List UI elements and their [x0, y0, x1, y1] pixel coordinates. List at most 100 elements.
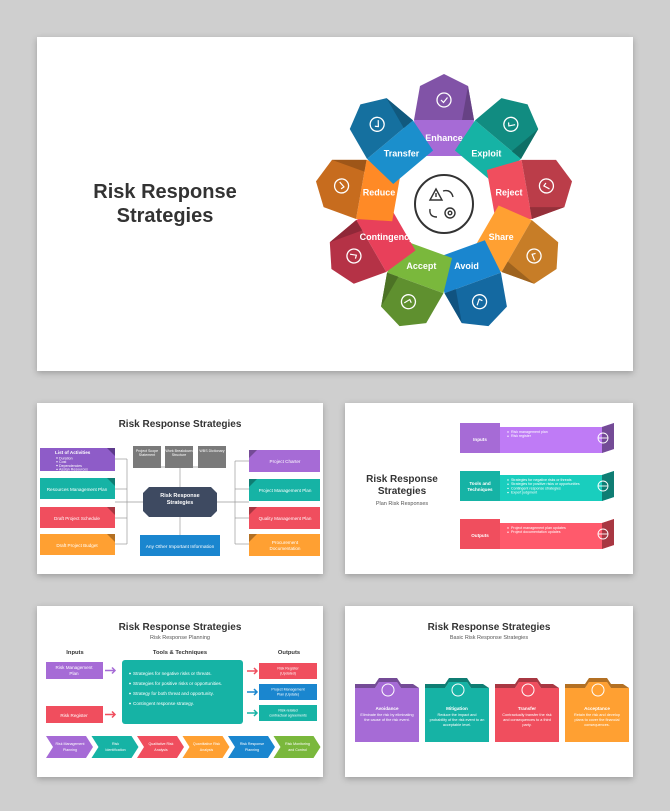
tools-box[interactable]: Strategies for negative risks or threats…	[122, 660, 243, 724]
input-box-label: Risk Management	[55, 665, 93, 670]
slide-2[interactable]: Risk Response Strategies List	[37, 403, 323, 574]
process-step-label: Risk	[112, 742, 119, 746]
left-box[interactable]: Draft Project Schedule	[40, 507, 115, 528]
activity-item: Duration	[59, 456, 73, 460]
left-box-label: Draft Project Budget	[56, 543, 98, 548]
output-box-label-cont: Plan (Update)	[277, 693, 299, 697]
process-step-label-cont: Planning	[63, 748, 77, 752]
petal-contingency[interactable]	[316, 202, 417, 295]
right-box[interactable]: Project Charter	[249, 450, 320, 472]
petal-label: Enhance	[425, 133, 463, 143]
petal-label: Accept	[406, 261, 436, 271]
right-box[interactable]: Quality Management Plan	[249, 507, 320, 529]
slide-3-title-line2: Strategies	[378, 486, 427, 497]
slide-4-subtitle: Risk Response Planning	[150, 635, 210, 641]
slide-4-canvas: Risk Response Strategies Risk Response P…	[46, 622, 321, 758]
tools-icon	[597, 480, 609, 492]
petal-reject[interactable]	[486, 152, 577, 225]
slide-2-canvas: Risk Response Strategies List	[40, 419, 320, 556]
left-box[interactable]: Resources Management Plan	[40, 478, 115, 499]
slide-5-subtitle: Basic Risk Response Strategies	[450, 635, 529, 641]
card-desc: Reduce the impact and probability of the…	[429, 713, 485, 727]
outputs-list: Risk Register(Updated) Project Management…	[247, 663, 317, 721]
tool-item: Strategies for negative risks or threats…	[133, 671, 212, 676]
center-box[interactable]: Risk Response Strategies	[143, 487, 217, 517]
plan-row-item: Strategies for negative risks or threats	[511, 478, 572, 482]
card-title: Mitigation	[446, 706, 468, 711]
plan-row-item: Project management plan updates	[511, 526, 566, 530]
slide-4[interactable]: Risk Response Strategies Risk Response P…	[37, 606, 323, 777]
slide-3-title-line1: Risk Response	[366, 474, 438, 485]
petal-transfer[interactable]	[337, 85, 436, 186]
right-box-label-cont: Documentation	[270, 546, 301, 551]
col-inputs: Inputs	[66, 650, 83, 656]
process-step-label: Qualitative Risk	[149, 742, 174, 746]
petal-avoid[interactable]	[432, 239, 516, 337]
download-icon	[597, 432, 609, 444]
activity-item: Assign Resources	[59, 468, 88, 472]
col-outputs: Outputs	[278, 650, 300, 656]
slide-3[interactable]: Risk Response Strategies Plan Risk Respo…	[345, 403, 633, 574]
petal-label: Exploit	[471, 148, 501, 158]
plan-row-item: Strategies for positive risks or opportu…	[511, 482, 580, 486]
petal-label: Reduce	[363, 188, 396, 198]
right-box-label: Procurement	[272, 540, 299, 545]
dice-icon	[346, 248, 362, 264]
left-box-label: Resources Management Plan	[47, 487, 108, 492]
petal-label: Contingency	[360, 232, 415, 242]
col-tools: Tools & Techniques	[153, 650, 207, 656]
slide-5-canvas: Risk Response Strategies Basic Risk Resp…	[355, 622, 629, 742]
top-box[interactable]: Project Scope Statement	[133, 446, 161, 468]
activities-box[interactable]: List of Activities DurationCostDependenc…	[40, 448, 115, 472]
top-box[interactable]: WBS Dictionary	[198, 446, 226, 468]
output-box-label-cont: (Updated)	[280, 672, 296, 676]
output-box[interactable]: Risk Register(Updated)	[247, 663, 317, 679]
output-box-label: Risk-related	[278, 709, 297, 713]
top-box[interactable]: Work Breakdown Structure	[165, 446, 193, 468]
bottom-label: Any Other Important Information	[146, 544, 215, 550]
card-title: Acceptance	[584, 706, 610, 711]
process-step-label-cont: Analysis	[200, 748, 214, 752]
top-box-label: Project Scope Statement	[135, 449, 159, 458]
check-circle-icon	[400, 294, 417, 310]
magic-wand-icon	[436, 92, 452, 108]
tool-item: Strategies for positive risks or opportu…	[133, 681, 222, 686]
card-title: Avoidance	[375, 706, 399, 711]
right-box[interactable]: Project Management Plan	[249, 479, 320, 501]
process-steps: Risk ManagementPlanningRiskIdentificatio…	[46, 736, 321, 758]
output-box-label: Project Management	[271, 688, 304, 692]
document-reject-icon	[538, 178, 555, 194]
slide-5[interactable]: Risk Response Strategies Basic Risk Resp…	[345, 606, 633, 777]
slide-3-subtitle: Plan Risk Responses	[376, 501, 429, 507]
no-entry-icon	[471, 294, 488, 310]
risk-cycle-icon	[428, 187, 456, 219]
input-box[interactable]: Risk Register	[46, 706, 117, 723]
plan-row-item: Contingent response strategies	[511, 486, 561, 490]
bottom-box[interactable]: Any Other Important Information	[140, 535, 220, 556]
plan-row-item: Project documentation updates	[511, 530, 561, 534]
left-box[interactable]: Draft Project Budget	[40, 534, 115, 555]
top-inputs: Project Scope Statement Work Breakdown St…	[133, 446, 226, 468]
top-box-label: WBS Dictionary	[199, 449, 225, 453]
process-step-label: Quantitative Risk	[193, 742, 220, 746]
